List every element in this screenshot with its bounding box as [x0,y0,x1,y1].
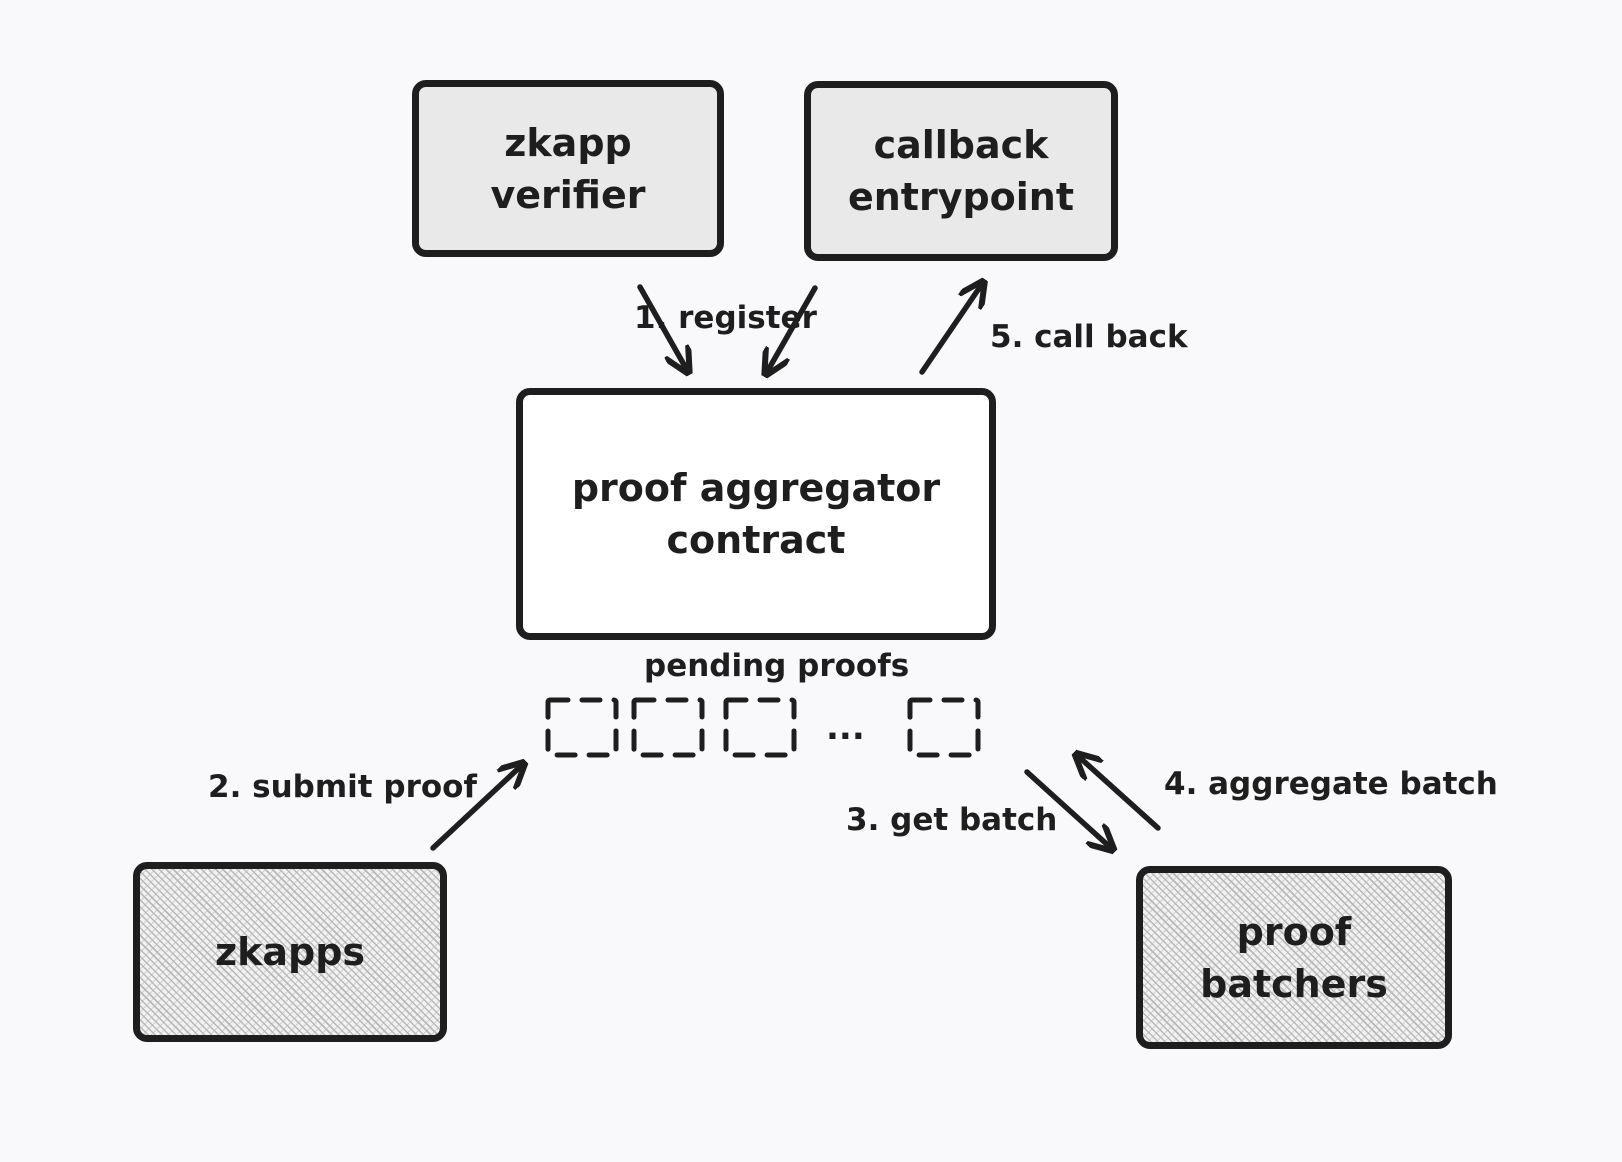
aggregate-batch-arrow [1078,756,1161,831]
submit-proof-label: 2. submit proof [208,769,477,805]
get-batch-label: 3. get batch [846,802,1058,838]
node-label-line: batchers [1200,961,1388,1006]
register-arrow-verifier [637,284,687,370]
node-label-line: proof aggregator [571,466,941,510]
pending-proofs-label: pending proofs [644,648,910,684]
register-label: 1. register [634,300,817,336]
callback-entrypoint-node: callback entrypoint [804,81,1118,261]
pending-proof-slot [723,697,797,758]
get-batch-arrow [1024,769,1111,848]
node-label-line: contract [666,518,846,562]
zkapp-verifier-node: zkapp verifier [412,80,724,257]
node-label-line: zkapps [214,930,366,974]
pending-proof-slot [545,697,619,758]
node-label-line: zkapp [504,120,632,165]
zkapps-node: zkapps [133,862,447,1042]
aggregate-batch-label: 4. aggregate batch [1164,766,1498,802]
submit-proof-arrow [430,765,522,851]
node-label-line: callback [873,123,1049,167]
register-arrow-callback [767,285,818,372]
node-label-line: proof [1236,909,1352,954]
pending-proof-slot [907,697,981,758]
node-label-line: entrypoint [847,175,1075,219]
pending-proof-slot [631,697,705,758]
callback-arrow [919,284,982,375]
proof-batchers-node: proof batchers [1136,866,1452,1049]
node-label-line: verifier [490,172,646,217]
proof-aggregator-contract-node: proof aggregator contract [516,388,996,640]
call-back-label: 5. call back [990,319,1188,355]
ellipsis-label: ... [826,708,865,748]
